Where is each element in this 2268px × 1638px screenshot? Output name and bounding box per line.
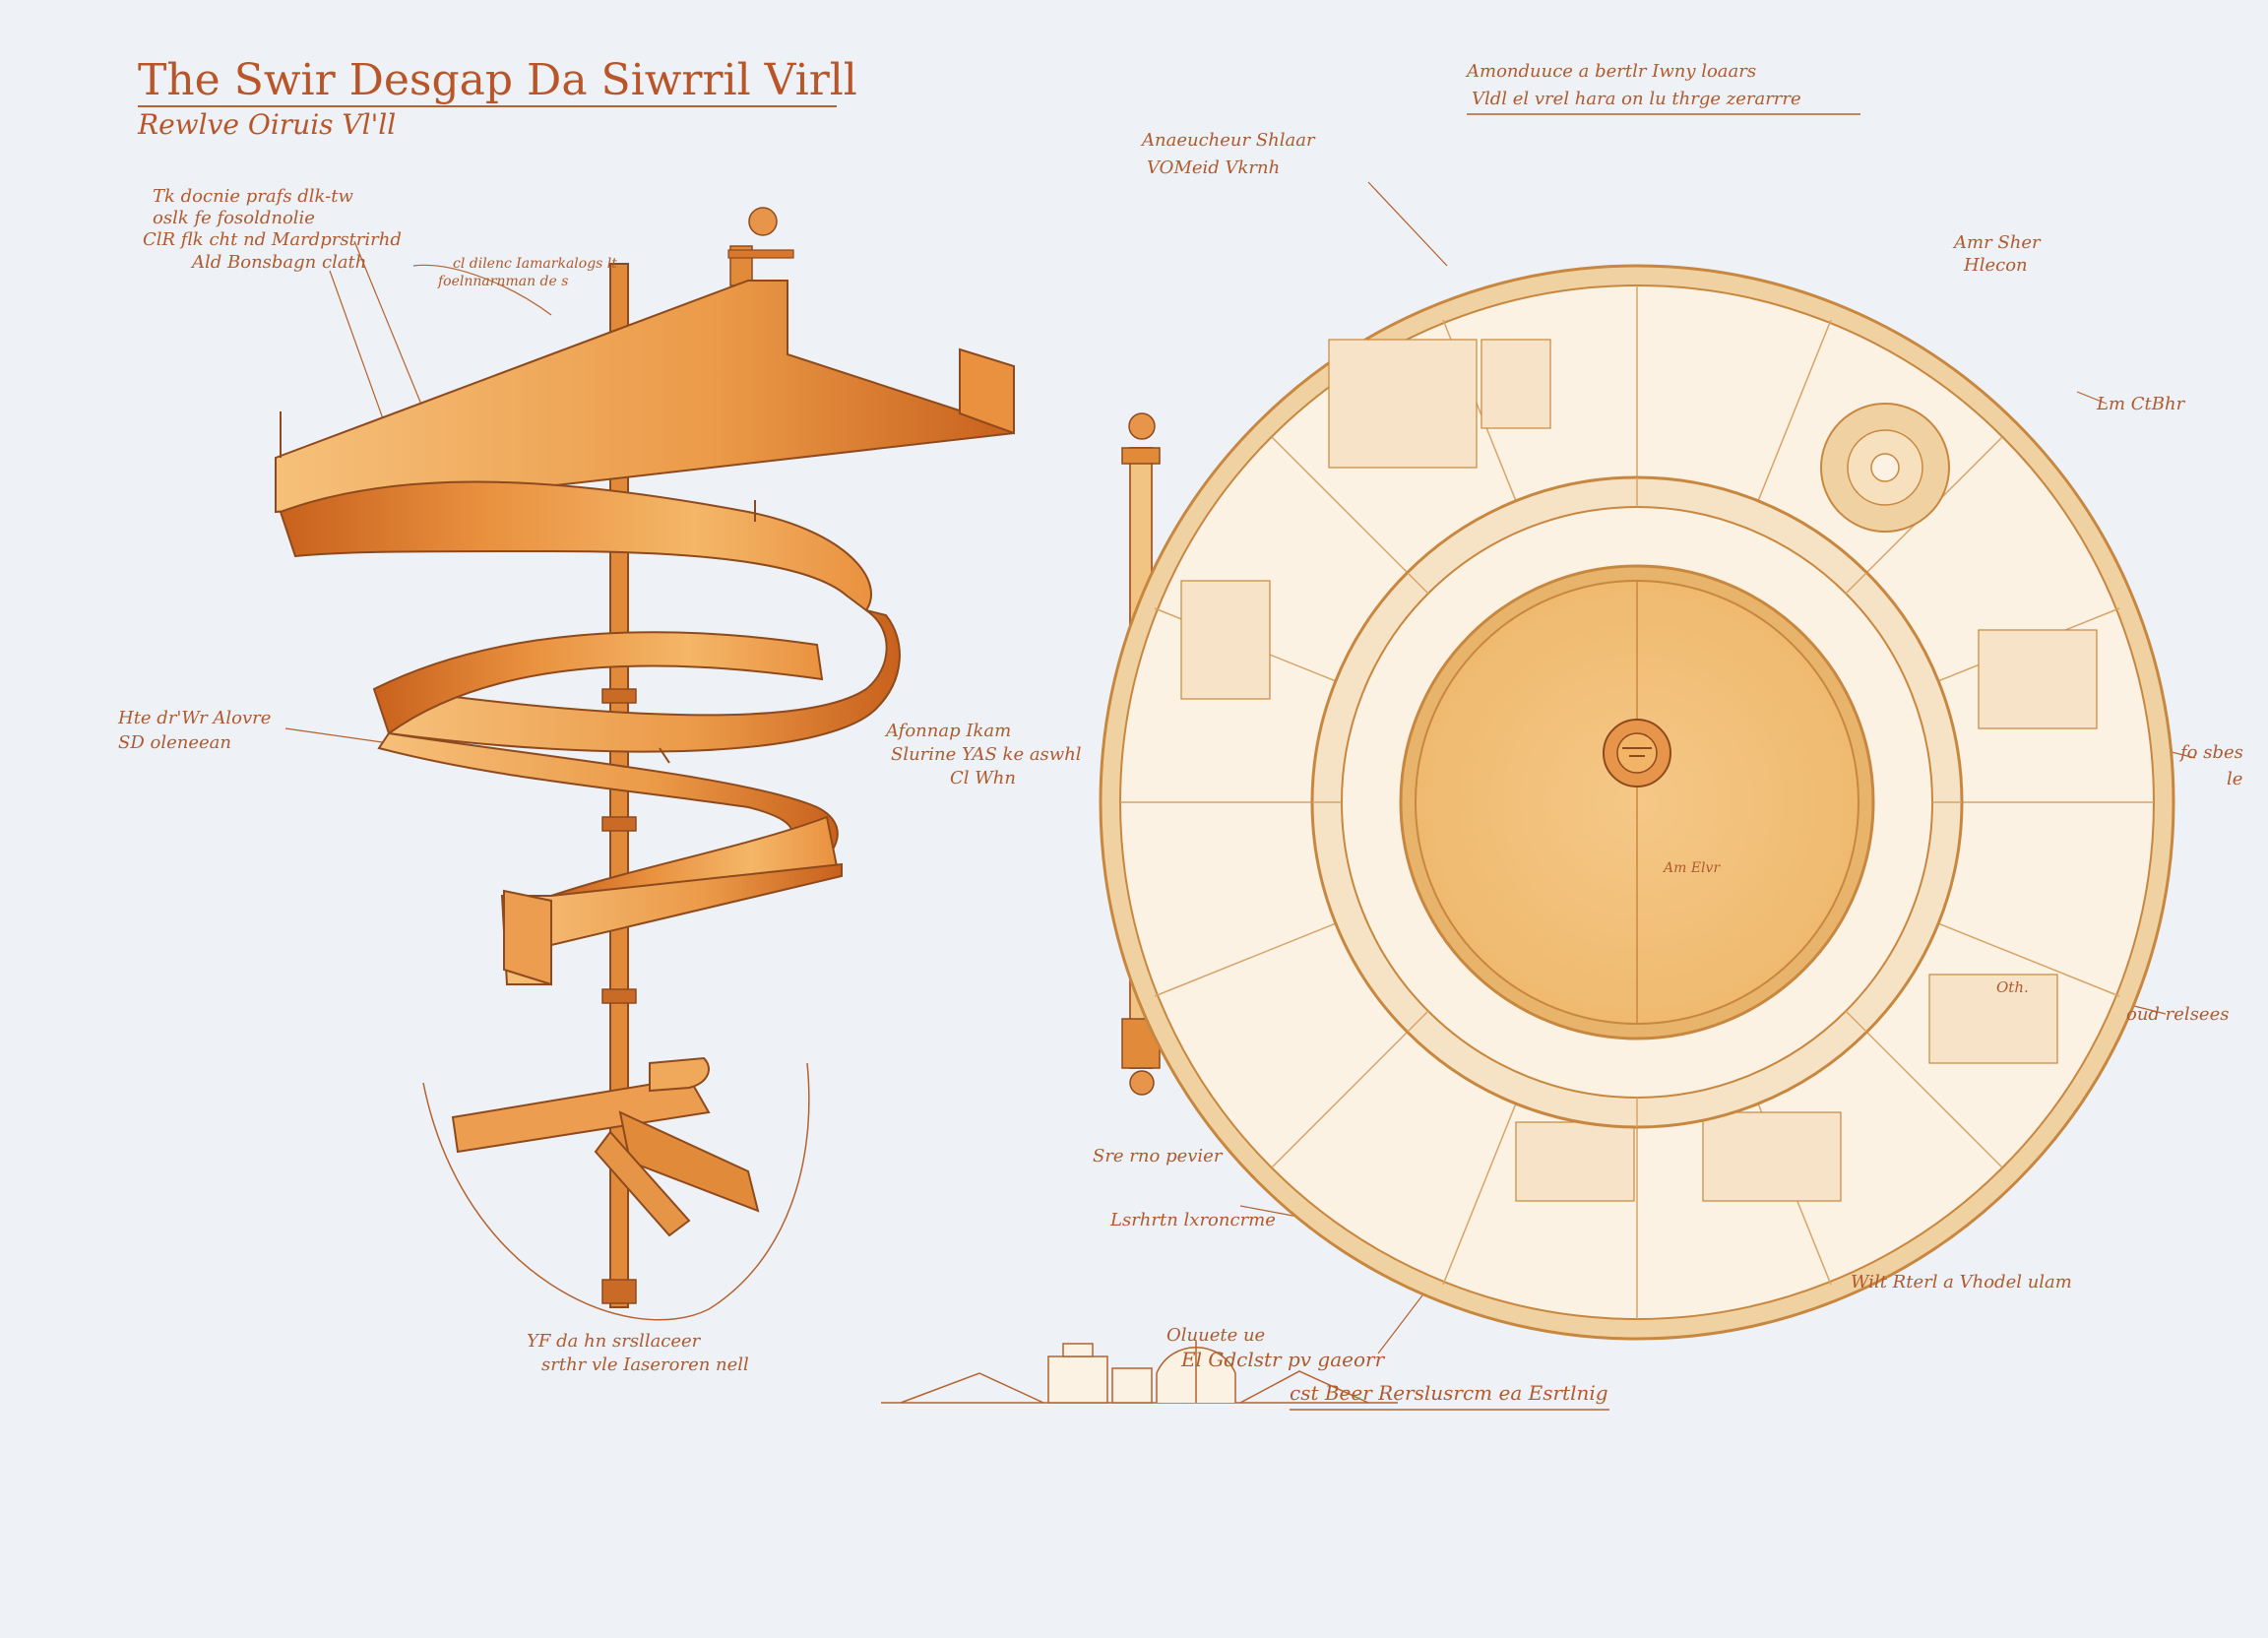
mast-collar [601,1279,637,1304]
mast-collar [601,816,637,832]
rosette-core [1870,453,1900,482]
annotation-line: ClR flk cht nd Mardprstrirhd [143,229,402,250]
annotation-line: cl dilenc Iamarkalogs lt [453,256,617,272]
mast-finial [748,207,778,236]
spiral-guide-arc [422,1062,810,1321]
annotation-line: YF da hn srsllaceer [527,1331,702,1352]
side-post-cap [1121,447,1161,465]
annotation-line: foelnnarnman de s [437,274,568,289]
annotation-spiral-left: Hte dr'Wr Alovre SD oleneean [117,708,271,753]
annotation-disc-right-upper: Lm CtBhr [2096,394,2186,414]
top-blade-fin [959,347,1015,435]
annotation-line: Tk docnie prafs dlk-tw [153,186,353,207]
spiral-band-6 [500,862,843,985]
annotation-line: Amonduuce a bertlr Iwny loaars [1465,61,1756,82]
annotation-line: VOMeid Vkrnh [1147,158,1280,178]
leader-line [412,264,552,316]
annotation-line: fo sbes [2178,742,2243,763]
annotation-line: Ald Bonsbagn clath [190,252,366,273]
base-beam-1 [451,1076,711,1154]
annotation-disc-bottom: Oluuete ue El Gdclstr pv gaeorr cst Beer… [1166,1325,1609,1411]
annotation-top-left: Tk docnie prafs dlk-tw oslk fe fosoldnol… [143,186,402,273]
annotation-line: Hte dr'Wr Alovre [117,708,271,728]
annotation-line: oslk fe fosoldnolie [153,208,315,228]
spiral-band-1 [279,480,872,612]
annotation-top-right-header: Amonduuce a bertlr Iwny loaars Vldl el v… [1465,61,1860,115]
annotation-line: Vldl el vrel hara on lu thrge zerarrre [1472,89,1801,109]
annotation-line: El Gdclstr pv gaeorr [1180,1348,1386,1371]
leader-line [1367,181,1448,267]
annotation-disc-top-right: Amr Sher Hlecon [1952,232,2042,276]
base-beam-3 [594,1130,691,1237]
top-blade [275,280,1015,514]
annotation-line: Hlecon [1963,255,2028,276]
antenna [659,747,670,764]
annotation-line: le [2227,769,2242,789]
annotation-disc-right-lower: oud relsees [2126,1004,2229,1025]
base-beam-2 [618,1110,760,1213]
annotation-disc-top-left: Anaeucheur Shlaar VOMeid Vkrnh [1140,130,1316,178]
mast-top-plate [727,249,794,259]
annotation-spiral-bottom: YF da hn srsllaceer srthr vle Iaseroren … [527,1331,749,1375]
leader-line [353,240,434,434]
mast-collar [601,988,637,1004]
leader-line [284,727,390,744]
annotation-disc-bottom-left-a: Sre rno pevier [1093,1146,1224,1166]
annotation-disc-inner-tag: Am Elvr [1662,860,1721,876]
annotation-disc-bottom-right: Wilt Rterl a Vhodel ulam [1851,1272,2072,1292]
annotation-line: Oluuete ue [1166,1325,1265,1346]
hub-inner [1616,732,1658,774]
circular-plan [1099,181,2196,1354]
annotation-line: Cl Whn [950,768,1016,788]
page-title: The Swir Desgap Da Siwrril Virll [138,55,857,105]
side-post-foot [1129,1070,1155,1096]
annotation-line: Anaeucheur Shlaar [1140,130,1316,151]
annotation-disc-inner-small: Oth. [1996,978,2029,996]
annotation-disc-right-middle: fo sbes le [2178,742,2243,789]
annotation-line: Amr Sher [1952,232,2042,253]
annotation-line: cst Beer Rerslusrcm ea Esrtlnig [1290,1381,1608,1405]
ring-segments [1312,477,1962,1127]
mast-collar [601,688,637,704]
annotation-line: Afonnap Ikam [884,721,1011,741]
elevation-sketch [881,1341,1398,1404]
spiral-structure [275,207,1015,1321]
annotation-line: srthr vle Iaseroren nell [541,1354,749,1375]
leader-line [2076,391,2108,405]
annotation-disc-left: Afonnap Ikam Slurine YAS ke aswhl Cl Whn [884,721,1082,788]
annotation-disc-bottom-left-b: Lsrhrtn lxroncrme [1109,1210,1276,1230]
annotation-line: Slurine YAS ke aswhl [891,744,1082,765]
annotation-line: SD oleneean [118,732,231,753]
header: The Swir Desgap Da Siwrril Virll Rewlve … [137,55,857,141]
side-post-finial [1128,412,1156,440]
hub-mark [1622,747,1652,757]
annotation-top-center: cl dilenc Iamarkalogs lt foelnnarnman de… [437,256,617,289]
spiral-band-3 [372,631,824,735]
base-paddle [649,1056,710,1093]
small-side-fin [503,889,552,986]
page-subtitle: Rewlve Oiruis Vl'll [137,108,396,141]
room-blocks [1180,339,2098,1202]
